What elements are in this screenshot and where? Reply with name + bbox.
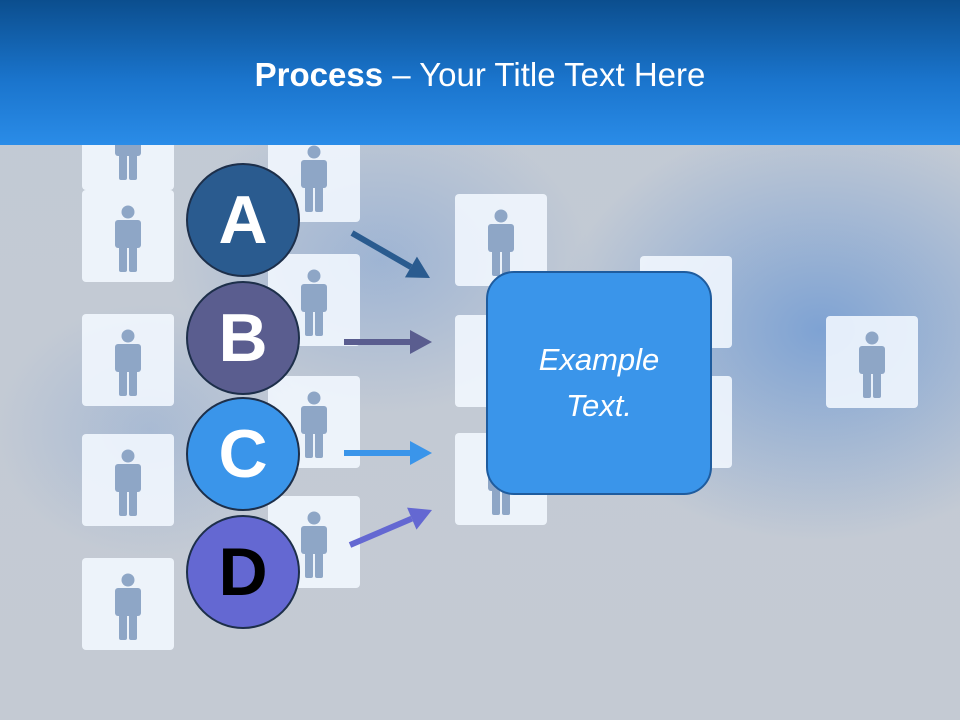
person-icon xyxy=(488,209,514,276)
title-banner xyxy=(0,0,960,145)
step-circle-c[interactable]: C xyxy=(186,397,300,511)
person-tile xyxy=(455,194,547,286)
person-tile xyxy=(82,314,174,406)
person-icon xyxy=(301,391,327,458)
arrow-a xyxy=(350,230,430,278)
person-tile xyxy=(82,190,174,282)
person-tile xyxy=(82,558,174,650)
person-icon xyxy=(859,331,885,398)
step-label-d: D xyxy=(218,534,268,610)
person-icon xyxy=(115,573,141,640)
example-text-box[interactable]: Example Text. xyxy=(486,271,712,495)
person-icon xyxy=(301,269,327,336)
arrow-d xyxy=(348,507,432,548)
person-icon xyxy=(301,145,327,212)
example-text: Example Text. xyxy=(538,342,660,423)
arrow-head xyxy=(410,330,432,354)
person-icon xyxy=(115,449,141,516)
arrow-b xyxy=(344,330,432,354)
step-circle-d[interactable]: D xyxy=(186,515,300,629)
arrow-shaft xyxy=(348,515,413,548)
arrow-shaft xyxy=(350,230,413,270)
slide-title[interactable]: Process – Your Title Text Here xyxy=(0,54,960,96)
arrow-c xyxy=(344,441,432,465)
step-circle-a[interactable]: A xyxy=(186,163,300,277)
arrow-head xyxy=(407,507,432,530)
person-icon xyxy=(115,329,141,396)
step-label-c: C xyxy=(218,416,268,492)
person-icon xyxy=(301,511,327,578)
person-icon xyxy=(115,205,141,272)
step-label-b: B xyxy=(218,300,268,376)
arrow-head xyxy=(404,256,430,278)
title-rest-part: – Your Title Text Here xyxy=(383,56,706,93)
person-tile xyxy=(82,434,174,526)
person-tile xyxy=(826,316,918,408)
title-bold-part: Process xyxy=(254,56,384,93)
arrow-head xyxy=(410,441,432,465)
step-label-a: A xyxy=(218,182,268,258)
step-circle-b[interactable]: B xyxy=(186,281,300,395)
